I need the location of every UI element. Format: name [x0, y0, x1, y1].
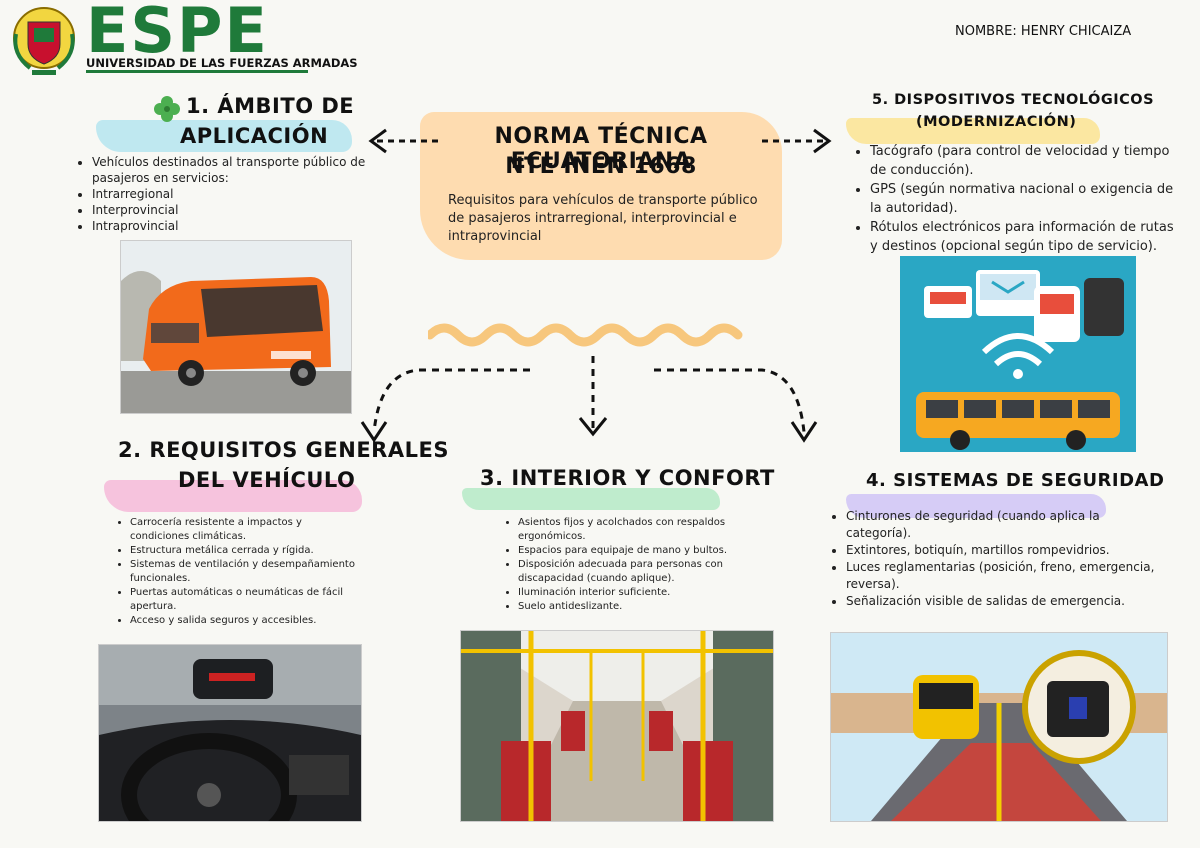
- list-item: Acceso y salida seguros y accesibles.: [130, 614, 362, 628]
- list-item: Tacógrafo (para control de velocidad y t…: [870, 142, 1174, 180]
- list-item: Iluminación interior suficiente.: [518, 586, 740, 600]
- list-item: Señalización visible de salidas de emerg…: [846, 593, 1168, 610]
- section2-title-line2: DEL VEHÍCULO: [178, 468, 356, 492]
- clover-icon: [154, 96, 180, 122]
- section1-title-line2: APLICACIÓN: [180, 124, 329, 148]
- section4-list: Cinturones de seguridad (cuando aplica l…: [828, 508, 1168, 610]
- bus-interior-photo: [460, 630, 774, 822]
- section5-brush: [846, 118, 1100, 144]
- seal-icon: [13, 7, 75, 75]
- technology-illustration: [900, 256, 1136, 452]
- section5-title-line1: 5. DISPOSITIVOS TECNOLÓGICOS: [872, 92, 1155, 108]
- arrow-left-icon: [368, 128, 438, 154]
- list-item: Carrocería resistente a impactos y condi…: [130, 516, 362, 544]
- section5-list: Tacógrafo (para control de velocidad y t…: [852, 142, 1174, 256]
- logo-underline: [86, 70, 308, 73]
- section1-list: Vehículos destinados al transporte públi…: [74, 154, 414, 234]
- list-item: GPS (según normativa nacional o exigenci…: [870, 180, 1174, 218]
- list-item: Cinturones de seguridad (cuando aplica l…: [846, 508, 1168, 542]
- list-item: Asientos fijos y acolchados con respaldo…: [518, 516, 740, 544]
- list-item: Rótulos electrónicos para información de…: [870, 218, 1174, 256]
- list-item: Espacios para equipaje de mano y bultos.: [518, 544, 740, 558]
- arrow-right-icon: [762, 128, 832, 154]
- arrow-down-right-icon: [654, 368, 818, 443]
- center-brush: [420, 112, 782, 260]
- list-item: Interprovincial: [92, 202, 414, 218]
- list-item: Puertas automáticas o neumáticas de fáci…: [130, 586, 362, 614]
- list-item: Intrarregional: [92, 186, 414, 202]
- driver-view-photo: [98, 644, 362, 822]
- list-item: Extintores, botiquín, martillos rompevid…: [846, 542, 1168, 559]
- section2-brush: [104, 480, 362, 512]
- list-item: Intraprovincial: [92, 218, 414, 234]
- university-seal: [8, 4, 80, 76]
- section3-list: Asientos fijos y acolchados con respaldo…: [500, 516, 740, 614]
- author-name: NOMBRE: HENRY CHICAIZA: [955, 24, 1132, 39]
- section3-brush: [462, 488, 720, 510]
- university-name: UNIVERSIDAD DE LAS FUERZAS ARMADAS: [86, 56, 358, 70]
- bus-exterior-photo: [120, 240, 352, 414]
- center-title-line2: NTE INEN 1668: [505, 154, 697, 179]
- arrow-down-center-icon: [578, 356, 608, 437]
- list-item: Disposición adecuada para personas con d…: [518, 558, 740, 586]
- list-item: Sistemas de ventilación y desempañamient…: [130, 558, 362, 586]
- section4-brush: [846, 494, 1106, 518]
- list-item: Estructura metálica cerrada y rígida.: [130, 544, 362, 558]
- section2-list: Carrocería resistente a impactos y condi…: [112, 516, 362, 628]
- bus-safety-photo: [830, 632, 1168, 822]
- arrow-down-left-icon: [360, 368, 530, 443]
- section1-brush: [96, 120, 352, 152]
- list-item: Luces reglamentarias (posición, freno, e…: [846, 559, 1168, 593]
- section4-title: 4. SISTEMAS DE SEGURIDAD: [866, 470, 1165, 491]
- section5-title-line2: (MODERNIZACIÓN): [916, 114, 1077, 130]
- espe-logo-text: ESPE: [86, 0, 269, 67]
- section2-title-line1: 2. REQUISITOS GENERALES: [118, 438, 449, 462]
- section3-title: 3. INTERIOR Y CONFORT: [480, 466, 775, 490]
- list-item: Vehículos destinados al transporte públi…: [92, 154, 414, 186]
- section1-title-line1: 1. ÁMBITO DE: [186, 94, 355, 118]
- squiggle-divider-icon: [428, 323, 743, 347]
- center-title-line1: NORMA TÉCNICA ECUATORIANA: [494, 124, 708, 174]
- list-item: Suelo antideslizante.: [518, 600, 740, 614]
- center-description: Requisitos para vehículos de transporte …: [448, 193, 758, 244]
